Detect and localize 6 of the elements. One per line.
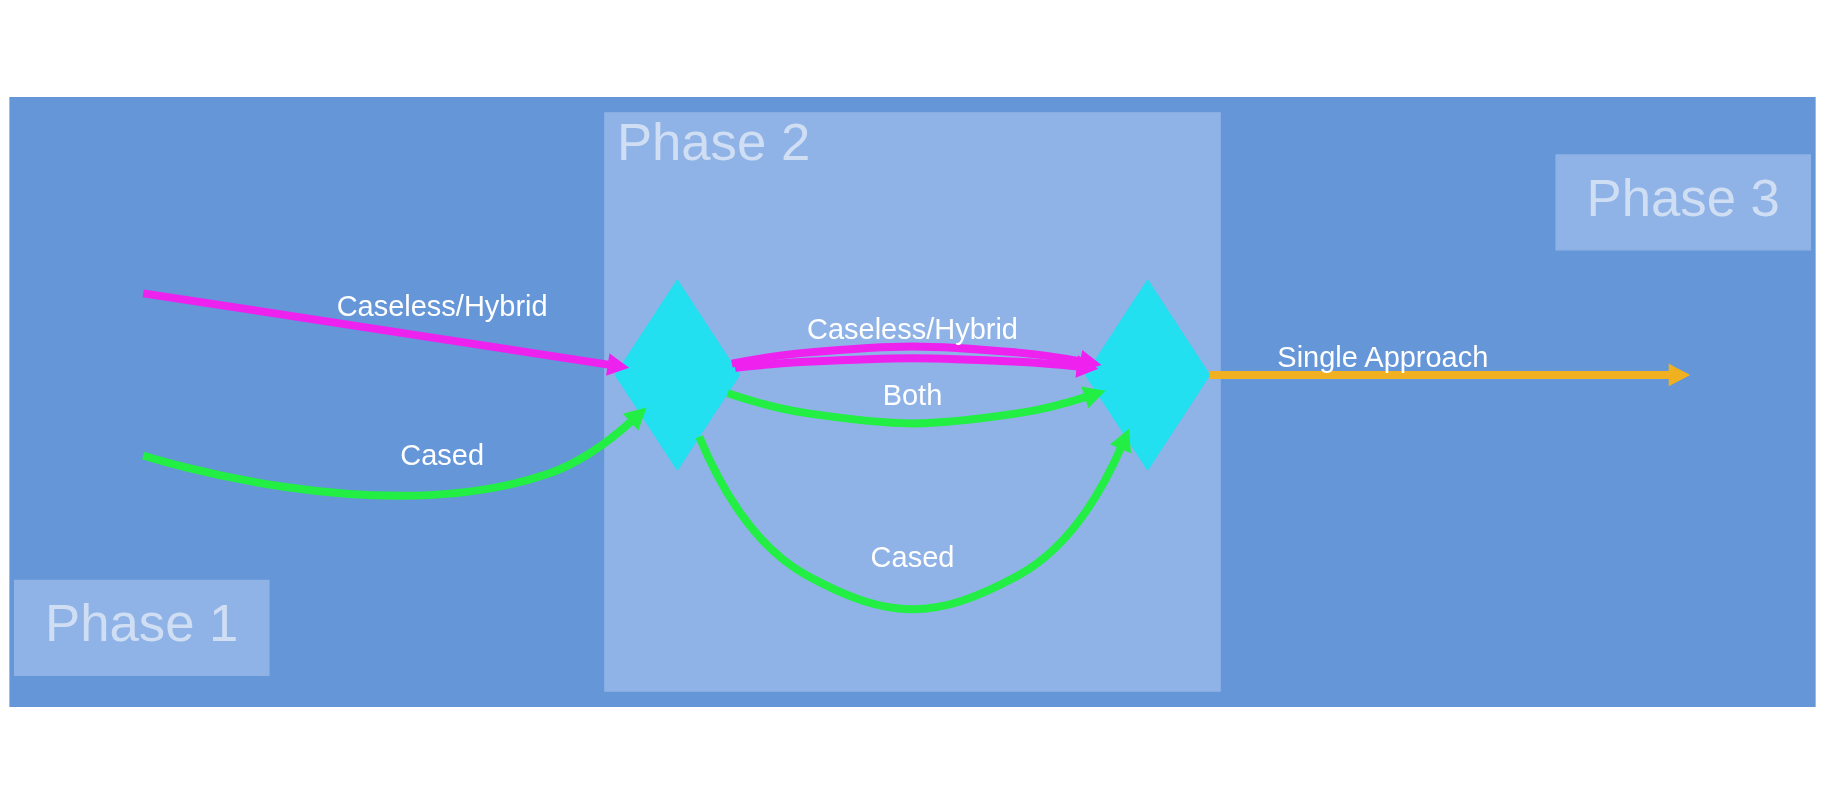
edge-label: Cased	[400, 439, 485, 472]
edge-label: Cased	[870, 540, 955, 573]
edge-label: Single Approach	[1277, 340, 1489, 373]
edge-label: Caseless/Hybrid	[336, 290, 548, 323]
edge-label: Both	[882, 378, 943, 411]
edge-label: Caseless/Hybrid	[807, 312, 1018, 345]
